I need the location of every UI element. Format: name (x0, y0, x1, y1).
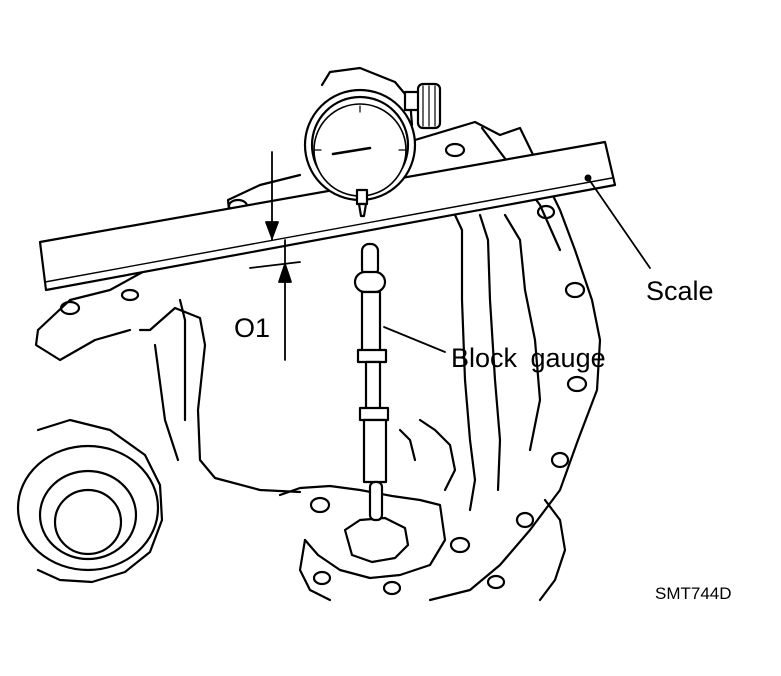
leader-lines (384, 175, 650, 352)
scale-label: Scale (646, 276, 714, 306)
dial-indicator (305, 68, 440, 216)
block-gauge (355, 244, 388, 520)
dial-needle (333, 148, 370, 154)
large-bore (18, 446, 158, 570)
dimension-label: O1 (234, 313, 271, 343)
figure-code-label: SMT744D (655, 584, 732, 603)
arrow-up-icon (279, 264, 291, 282)
arrow-down-icon (266, 222, 278, 238)
transmission-case (36, 122, 600, 600)
dimension-o1 (250, 152, 300, 360)
block-gauge-leader (384, 327, 445, 352)
scale-leader (588, 178, 650, 268)
scale-bar (40, 142, 615, 290)
block-gauge-label: Block gauge (451, 343, 606, 373)
